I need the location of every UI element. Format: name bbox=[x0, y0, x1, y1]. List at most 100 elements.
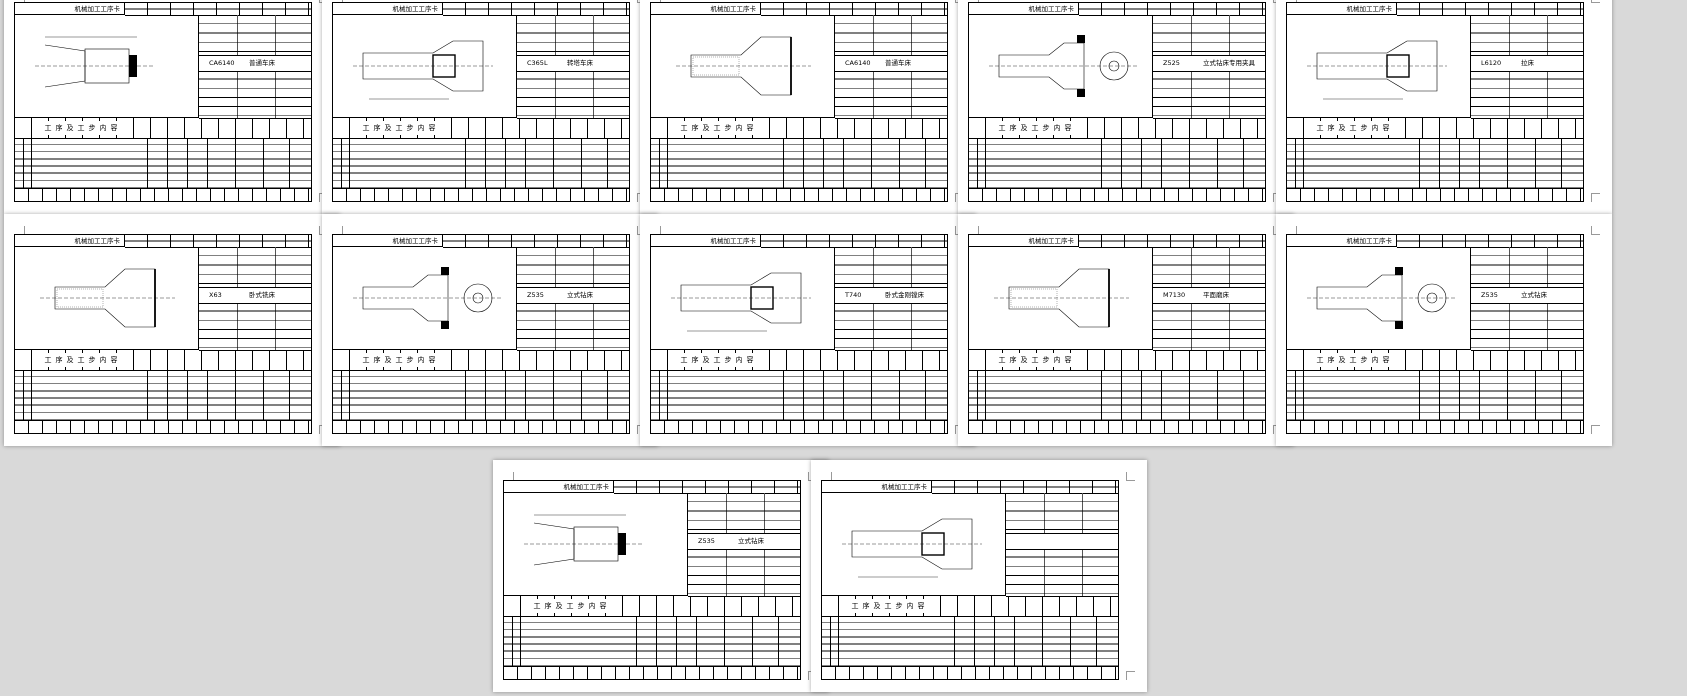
document-page[interactable]: 机械加工工序卡 Z535 立式钻床 工序及工步内容 bbox=[1276, 214, 1612, 446]
step-content-header: 工序及工步内容 bbox=[522, 599, 622, 613]
step-content-header: 工序及工步内容 bbox=[669, 353, 769, 367]
part-drawing bbox=[651, 15, 835, 118]
part-drawing bbox=[969, 247, 1153, 350]
column-header: 工序及工步内容 bbox=[651, 350, 947, 371]
document-page[interactable]: 机械加工工序卡 Z525 立式钻床专用夹具 工序及工步内容 bbox=[958, 0, 1294, 214]
equipment-row: Z525 立式钻床专用夹具 bbox=[1153, 55, 1265, 72]
step-rows bbox=[969, 138, 1265, 189]
part-sketch bbox=[676, 36, 811, 96]
document-page[interactable]: 机械加工工序卡 T740 卧式金刚镗床 工序及工步内容 bbox=[640, 214, 976, 446]
step-content-header: 工序及工步内容 bbox=[33, 121, 133, 135]
column-header: 工序及工步内容 bbox=[822, 596, 1118, 617]
part-drawing bbox=[15, 247, 199, 350]
equipment-name: 普通车床 bbox=[885, 59, 911, 67]
document-page[interactable]: 机械加工工序卡 工序及工步内容 bbox=[811, 460, 1147, 692]
crop-mark bbox=[1591, 0, 1600, 3]
step-rows bbox=[15, 138, 311, 189]
equipment-row: Z535 立式钻床 bbox=[688, 533, 800, 550]
column-header: 工序及工步内容 bbox=[333, 350, 629, 371]
step-rows bbox=[1287, 370, 1583, 421]
equipment-name: 平面磨床 bbox=[1203, 291, 1229, 299]
signature-row bbox=[969, 188, 1265, 201]
column-header: 工序及工步内容 bbox=[504, 596, 800, 617]
part-sketch bbox=[353, 40, 493, 100]
column-header: 工序及工步内容 bbox=[969, 350, 1265, 371]
part-sketch bbox=[989, 35, 1139, 97]
equipment-name: 立式钻床 bbox=[567, 291, 593, 299]
document-page[interactable]: 机械加工工序卡 CA6140 普通车床 工序及工步内容 bbox=[4, 0, 340, 214]
process-card: 机械加工工序卡 C365L 转塔车床 工序及工步内容 bbox=[332, 2, 630, 202]
equipment-name: 立式钻床专用夹具 bbox=[1203, 59, 1255, 67]
crop-mark bbox=[1126, 671, 1135, 680]
document-page[interactable]: 机械加工工序卡 Z535 立式钻床 工序及工步内容 bbox=[322, 214, 658, 446]
machine-model: Z525 bbox=[1163, 59, 1180, 67]
part-drawing bbox=[504, 493, 688, 596]
part-sketch bbox=[40, 268, 175, 328]
machine-model: Z535 bbox=[698, 537, 715, 545]
machine-model: M7130 bbox=[1163, 291, 1186, 299]
card-title: 机械加工工序卡 bbox=[1287, 3, 1397, 15]
step-rows bbox=[1287, 138, 1583, 189]
crop-mark bbox=[1126, 472, 1135, 481]
signature-row bbox=[1287, 188, 1583, 201]
crop-mark bbox=[1591, 226, 1600, 235]
column-header: 工序及工步内容 bbox=[651, 118, 947, 139]
process-card: 机械加工工序卡 T740 卧式金刚镗床 工序及工步内容 bbox=[650, 234, 948, 434]
part-sketch bbox=[1307, 267, 1457, 329]
process-card: 机械加工工序卡 M7130 平面磨床 工序及工步内容 bbox=[968, 234, 1266, 434]
equipment-row: CA6140 普通车床 bbox=[835, 55, 947, 72]
card-title: 机械加工工序卡 bbox=[333, 235, 443, 247]
column-header: 工序及工步内容 bbox=[969, 118, 1265, 139]
equipment-row: L6120 拉床 bbox=[1471, 55, 1583, 72]
crop-mark bbox=[1591, 425, 1600, 434]
step-content-header: 工序及工步内容 bbox=[1305, 121, 1405, 135]
step-rows bbox=[651, 370, 947, 421]
process-card: 机械加工工序卡 X63 卧式铣床 工序及工步内容 bbox=[14, 234, 312, 434]
document-page[interactable]: 机械加工工序卡 L6120 拉床 工序及工步内容 bbox=[1276, 0, 1612, 214]
step-content-header: 工序及工步内容 bbox=[1305, 353, 1405, 367]
machine-model: L6120 bbox=[1481, 59, 1502, 67]
document-page[interactable]: 机械加工工序卡 C365L 转塔车床 工序及工步内容 bbox=[322, 0, 658, 214]
machine-model: CA6140 bbox=[845, 59, 871, 67]
part-drawing bbox=[651, 247, 835, 350]
equipment-row: CA6140 普通车床 bbox=[199, 55, 311, 72]
equipment-name: 卧式金刚镗床 bbox=[885, 291, 924, 299]
signature-row bbox=[969, 420, 1265, 433]
machine-model: C365L bbox=[527, 59, 548, 67]
document-page[interactable]: 机械加工工序卡 Z535 立式钻床 工序及工步内容 bbox=[493, 460, 829, 692]
signature-row bbox=[822, 666, 1118, 679]
part-sketch bbox=[524, 514, 644, 566]
machine-model: CA6140 bbox=[209, 59, 235, 67]
document-page[interactable]: 机械加工工序卡 CA6140 普通车床 工序及工步内容 bbox=[640, 0, 976, 214]
step-rows bbox=[333, 138, 629, 189]
document-page[interactable]: 机械加工工序卡 M7130 平面磨床 工序及工步内容 bbox=[958, 214, 1294, 446]
step-rows bbox=[15, 370, 311, 421]
equipment-name: 普通车床 bbox=[249, 59, 275, 67]
equipment-row: X63 卧式铣床 bbox=[199, 287, 311, 304]
process-card: 机械加工工序卡 Z535 立式钻床 工序及工步内容 bbox=[503, 480, 801, 680]
machine-model: T740 bbox=[845, 291, 862, 299]
card-title: 机械加工工序卡 bbox=[651, 3, 761, 15]
card-title: 机械加工工序卡 bbox=[15, 3, 125, 15]
part-drawing bbox=[15, 15, 199, 118]
equipment-row: Z535 立式钻床 bbox=[517, 287, 629, 304]
part-drawing bbox=[333, 15, 517, 118]
card-title: 机械加工工序卡 bbox=[1287, 235, 1397, 247]
process-card: 机械加工工序卡 Z535 立式钻床 工序及工步内容 bbox=[332, 234, 630, 434]
signature-row bbox=[651, 420, 947, 433]
part-drawing bbox=[1287, 247, 1471, 350]
step-content-header: 工序及工步内容 bbox=[840, 599, 940, 613]
card-title: 机械加工工序卡 bbox=[333, 3, 443, 15]
equipment-name: 立式钻床 bbox=[738, 537, 764, 545]
document-page[interactable]: 机械加工工序卡 X63 卧式铣床 工序及工步内容 bbox=[4, 214, 340, 446]
signature-row bbox=[504, 666, 800, 679]
signature-row bbox=[651, 188, 947, 201]
signature-row bbox=[15, 188, 311, 201]
equipment-row: Z535 立式钻床 bbox=[1471, 287, 1583, 304]
part-drawing bbox=[333, 247, 517, 350]
process-card: 机械加工工序卡 工序及工步内容 bbox=[821, 480, 1119, 680]
step-rows bbox=[504, 616, 800, 667]
part-sketch bbox=[671, 272, 811, 332]
card-title: 机械加工工序卡 bbox=[822, 481, 932, 493]
process-card: 机械加工工序卡 Z535 立式钻床 工序及工步内容 bbox=[1286, 234, 1584, 434]
